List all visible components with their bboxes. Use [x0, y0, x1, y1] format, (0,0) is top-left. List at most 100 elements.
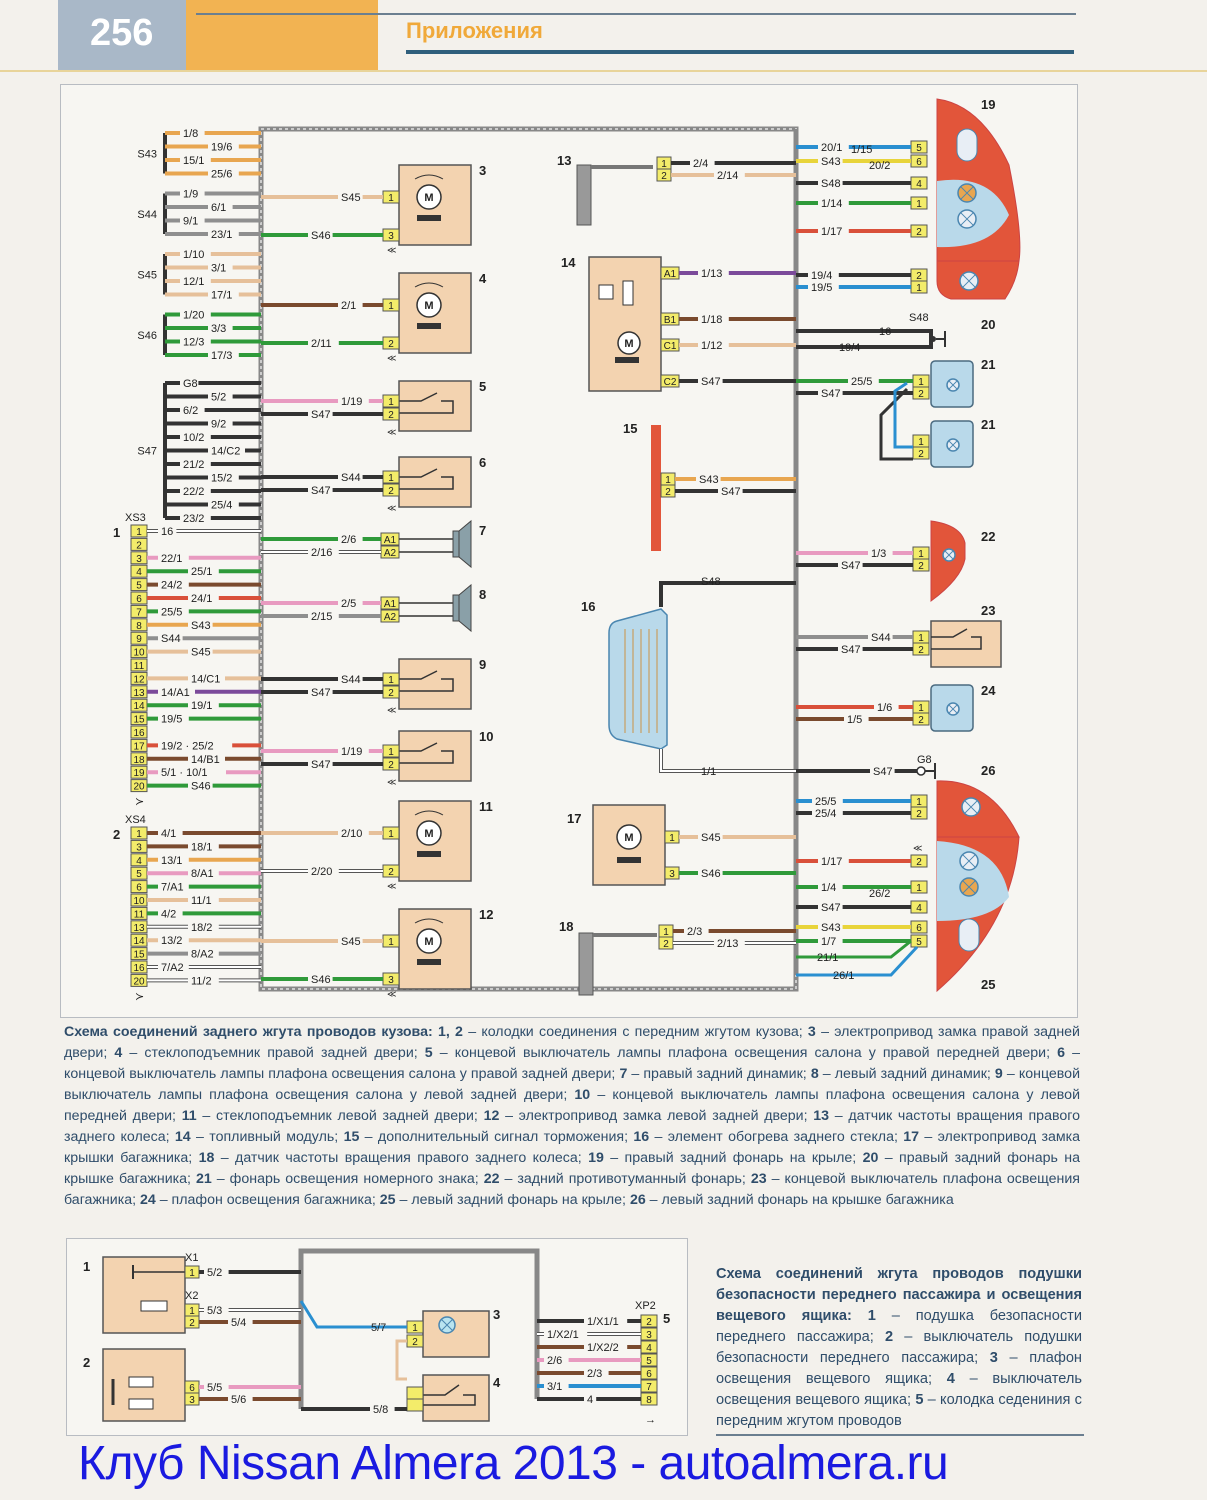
pin-number: 10 [133, 648, 145, 659]
wire-label-bg [698, 830, 723, 843]
sensor-icon [578, 932, 594, 996]
pin-number: 1 [665, 475, 671, 486]
wire-label-bg [208, 321, 233, 334]
pin-number: 3 [136, 554, 142, 565]
wire-label-bg [188, 617, 213, 631]
wire-label-bg [188, 893, 219, 906]
pin-number: 16 [133, 728, 145, 739]
component-number: 20 [981, 317, 995, 332]
wire-label: 1/17 [821, 226, 842, 238]
wire-label: 1/15 [851, 144, 872, 156]
pin-number: 19 [133, 768, 145, 779]
wire-label: S44 [341, 472, 361, 484]
wire-label: S43 [699, 474, 719, 486]
wire-label-bg [180, 457, 211, 470]
motor-label: M [624, 338, 633, 350]
pin-number: 8 [136, 621, 142, 632]
wire-label: 13/1 [161, 855, 182, 867]
caption-item-number: 20 [862, 1150, 879, 1166]
connector-name: XP2 [635, 1300, 656, 1312]
wire-label-bg [868, 630, 893, 643]
motor-arrow [414, 810, 444, 816]
caption-item-number: 16 [633, 1129, 650, 1145]
wire-label-bg [158, 826, 183, 839]
caption-item-text: – электропривод замка левой задней двери… [499, 1108, 814, 1124]
wire-label-bg [308, 972, 333, 985]
wire-label-bg [818, 154, 843, 167]
wire-label: 4/2 [161, 908, 176, 920]
wire-label: 15/2 [211, 473, 232, 485]
wire-label-bg [188, 644, 213, 658]
wire-label-bg [208, 470, 239, 484]
connector-name: X1 [185, 1252, 198, 1264]
motor-label: M [424, 936, 433, 948]
bulb-icon [958, 918, 980, 952]
wire-label: 1/5 [847, 714, 862, 726]
caption-item-text: – концевой выключатель лампы плафона осв… [64, 1045, 1080, 1082]
wire-label-bg [714, 936, 745, 949]
connector-symbol: ≪ [387, 503, 396, 513]
wire-label: 19/2 · 25/2 [161, 740, 214, 752]
pin-number: 7 [136, 607, 142, 618]
motor-arrow [414, 918, 444, 924]
pin-number: 1 [663, 927, 669, 938]
pin-number: 2 [918, 715, 924, 726]
caption-item-text: – стеклоподъемник левой задней двери; [196, 1108, 484, 1124]
caption-item-number: 17 [903, 1129, 920, 1145]
wire-label-bg [180, 153, 211, 166]
wire-label: 24/2 [161, 580, 182, 592]
wire-label: 20/1 [821, 142, 842, 154]
splice-name: S45 [137, 269, 157, 281]
wire-label-bg [874, 700, 899, 713]
pin-number: 2 [388, 486, 394, 497]
pin-number: 11 [134, 909, 145, 920]
wire-label: S48 [821, 178, 841, 190]
motor-base [615, 357, 639, 363]
page-rule [0, 70, 1207, 72]
wire-label: 9/2 [211, 419, 226, 431]
wire-label: 1/20 [183, 310, 204, 322]
wire-label: 1/X2/1 [547, 1329, 579, 1341]
bulb-cross [948, 380, 958, 390]
pin-number: 1 [388, 397, 394, 408]
bulb-cross [962, 274, 976, 288]
component-number: 2 [83, 1355, 90, 1370]
wire-label-bg [158, 577, 189, 591]
wire-label: 25/4 [211, 500, 232, 512]
wire-label-bg [228, 1315, 253, 1328]
rear-body-harness-diagram: S431/819/615/125/6S441/96/19/123/1S451/1… [113, 97, 1021, 1003]
wire-label: S47 [311, 687, 331, 699]
wire-label: S44 [871, 632, 891, 644]
caption-item-text: – левый задний фонарь на крыле; [395, 1192, 630, 1208]
component-4: 5/84 [301, 1374, 501, 1422]
wire-label-bg [584, 1366, 609, 1379]
pin-number: 1 [388, 193, 394, 204]
wire-label-bg [188, 973, 219, 987]
caption-title: Схема соединений заднего жгута проводов … [64, 1024, 438, 1040]
wire-label: 19/6 [211, 142, 232, 154]
heater-wire-core [660, 749, 796, 772]
caption-item-text: – элемент обогрева заднего стекла; [649, 1129, 904, 1145]
wire-label-bg [204, 1380, 229, 1393]
wire-label: S48 [701, 576, 721, 588]
pin-number: 1 [918, 437, 924, 448]
motor-label: M [624, 832, 633, 844]
pin-number: 1 [916, 199, 922, 210]
pin-number: 17 [133, 741, 145, 752]
wire-label-bg [544, 1353, 569, 1366]
connector-pin [130, 537, 148, 551]
caption-item-text: – колодка седениния с передним жгутом пр… [716, 1392, 1082, 1429]
wire-label-bg [714, 168, 745, 181]
wire-label: S47 [311, 485, 331, 497]
pin-number: 9 [136, 634, 142, 645]
wire-label-bg [338, 596, 363, 609]
wire-label: 2/15 [311, 611, 332, 623]
pin-number: 1 [388, 301, 394, 312]
speaker-icon [452, 594, 460, 622]
pin-number: 3 [669, 869, 675, 880]
speaker-cone [458, 583, 472, 633]
pin-number: 4 [136, 567, 142, 578]
